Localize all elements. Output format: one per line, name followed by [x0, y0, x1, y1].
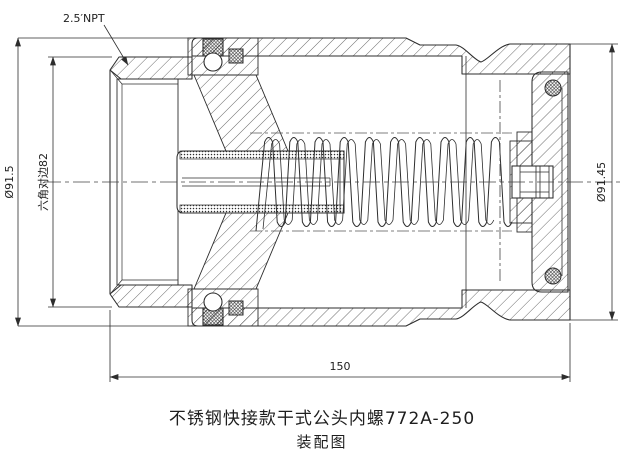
- npt-leader: [103, 24, 129, 66]
- hex-nut-bottom: [109, 284, 193, 308]
- npt-label: 2.5′NPT: [63, 12, 105, 25]
- oring-seal-top: [228, 48, 244, 64]
- poppet-seal-top: [179, 150, 345, 160]
- dia-right-label: Ø91.45: [595, 162, 608, 202]
- coupling-body-section: [109, 37, 571, 327]
- lock-ball-top: [203, 52, 223, 72]
- lock-ball-bottom: [203, 292, 223, 312]
- spring-coil-back: [262, 139, 495, 230]
- length-label: 150: [330, 360, 351, 373]
- poppet-seal-bottom: [179, 204, 345, 214]
- drawing-title: 不锈钢快接款干式公头内螺772A-250: [169, 409, 475, 429]
- thread-chamfer: [110, 70, 123, 85]
- oring-top-right: [544, 79, 562, 97]
- compression-spring: [250, 132, 513, 232]
- oring-bottom-right: [544, 267, 562, 285]
- dimensions: [15, 24, 618, 382]
- annotation-text: 2.5′NPT Ø91.5 六角对边82 Ø91.45 150 不锈钢快接款干式…: [3, 12, 608, 451]
- dia-left-label: Ø91.5: [3, 165, 16, 198]
- centerlines: [44, 80, 624, 284]
- drawing-subtitle: 装配图: [296, 433, 347, 451]
- thread-chamfer: [110, 279, 123, 294]
- hex-flats-label: 六角对边82: [36, 153, 50, 211]
- oring-seal-bottom: [228, 300, 244, 316]
- sleeve-section: [187, 37, 289, 327]
- hex-nut-top: [109, 56, 193, 80]
